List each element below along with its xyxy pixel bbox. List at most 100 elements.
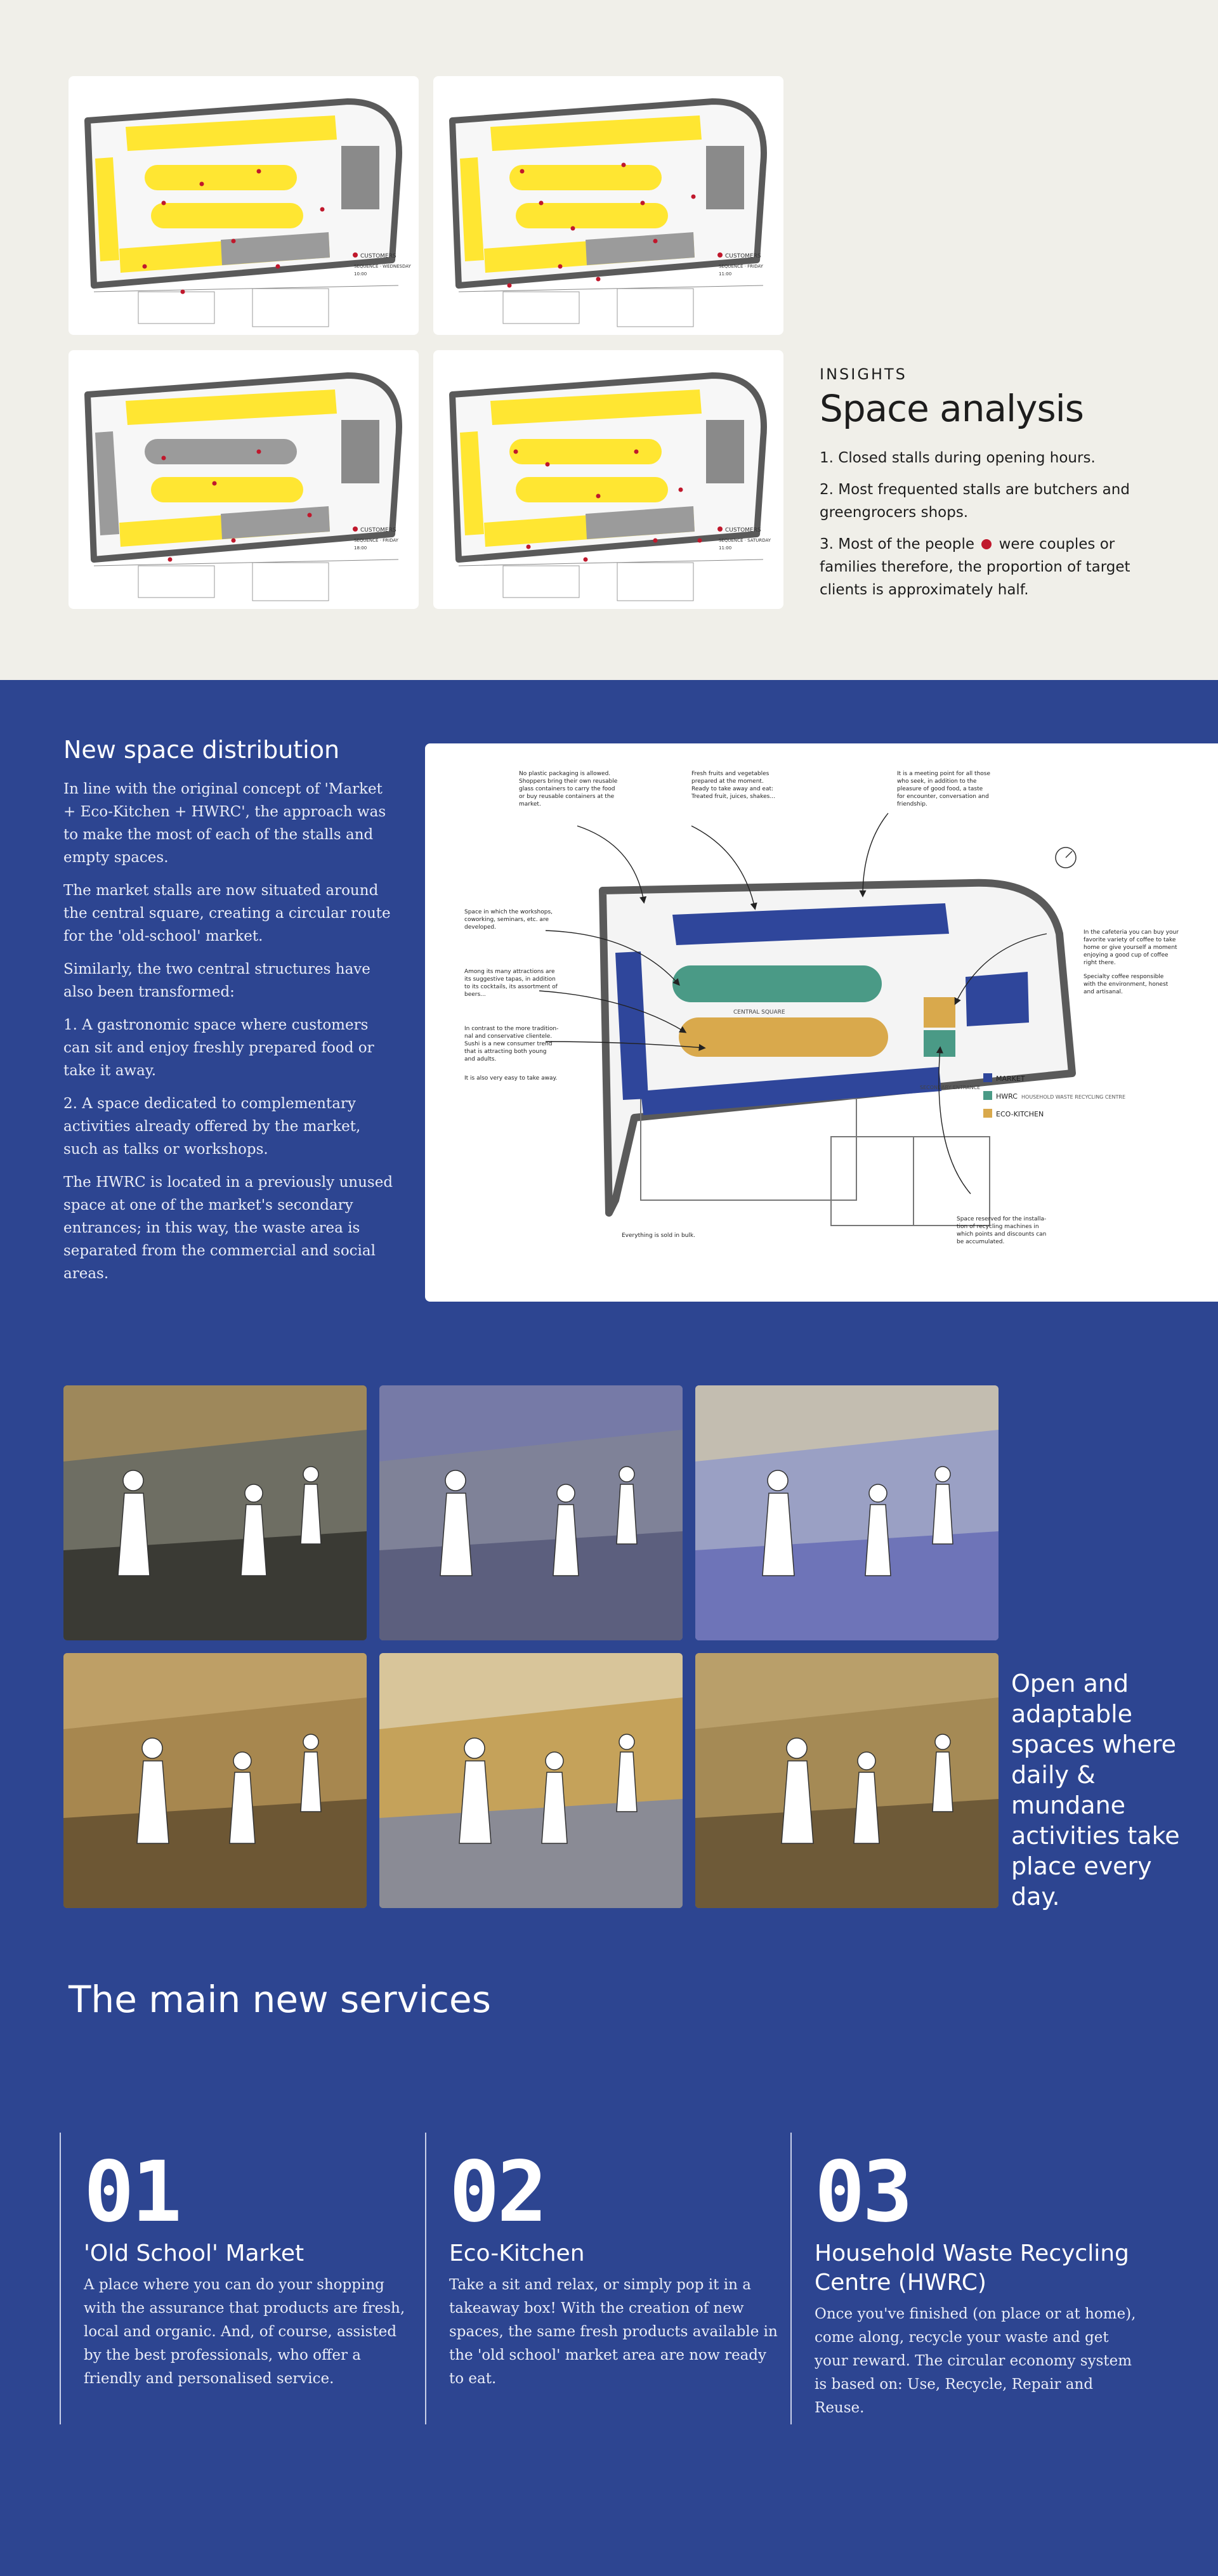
annotation-line: glass containers to carry the food: [519, 786, 615, 792]
legend-dot-icon: [717, 252, 723, 258]
north-compass-icon: [1055, 847, 1077, 868]
annotation-line: friendship.: [897, 801, 927, 807]
central-square-label: CENTRAL SQUARE: [733, 1009, 785, 1016]
customer-dot: [513, 449, 518, 454]
insight-text: were couples or families therefore, the …: [820, 536, 1130, 598]
service-hwrc: 03 Household Waste Recycling Centre (HWR…: [790, 2133, 1146, 2424]
annotation-line: beers...: [464, 991, 486, 998]
annotation-line: that is attracting both young: [464, 1049, 547, 1055]
annotation-line: or buy reusable containers at the: [519, 794, 615, 800]
legend-label: CUSTOMERS: [725, 253, 761, 259]
annotation-line: Specialty coffee responsible: [1084, 974, 1164, 980]
eco-kitchen-block: [679, 1017, 888, 1057]
market-stalls-south: [641, 1067, 941, 1115]
person-figures: [440, 1466, 638, 1576]
legend-market: MARKET: [996, 1075, 1025, 1083]
render-illustration: [63, 1653, 367, 1908]
insight-item: 2. Most frequented stalls are butchers a…: [820, 481, 1130, 521]
render-illustration: [63, 1385, 367, 1640]
market-stalls-west: [615, 951, 648, 1100]
secondary-entrance-label: SECONDARY ENTRANCE: [920, 1085, 980, 1090]
customer-dot: [199, 181, 204, 186]
render-illustration: [695, 1385, 999, 1640]
annotation-line: with the environment, honest: [1084, 981, 1169, 988]
annotation-line: and artisanal.: [1084, 989, 1123, 995]
customer-dot: [320, 207, 325, 212]
annotation-line: Shoppers bring their own reusable: [519, 778, 618, 785]
distribution-title: New space distribution: [63, 736, 340, 764]
annotation-line: No plastic packaging is allowed.: [519, 771, 610, 777]
main-hall-render: [379, 1653, 683, 1908]
services-title: The main new services: [69, 1978, 491, 2021]
annotation-line: Among its many attractions are: [464, 969, 555, 975]
annotation-workshops: Space in which the workshops,coworking, …: [464, 909, 553, 931]
space-analysis-title: Space analysis: [820, 387, 1084, 430]
render-illustration: [379, 1385, 683, 1640]
plan-time: 11:00: [719, 271, 731, 277]
render-illustration: [695, 1653, 999, 1908]
plan-time: 10:00: [354, 271, 367, 277]
produce-aisle-render: [63, 1385, 367, 1640]
annotation-line: prepared at the moment.: [691, 778, 764, 785]
customer-dot: [161, 200, 166, 206]
person-figures: [117, 1466, 322, 1576]
customer-dot: [507, 283, 512, 288]
service-title: Eco-Kitchen: [449, 2240, 585, 2266]
annotation-line: for encounter, conversation and: [897, 794, 989, 800]
annotation-line: which points and discounts can: [957, 1231, 1046, 1238]
annotation-bulk: Everything is sold in bulk.: [622, 1232, 695, 1239]
service-number: 03: [815, 2143, 913, 2241]
legend-hwrc-detail: HOUSEHOLD WASTE RECYCLING CENTRE: [1021, 1094, 1125, 1100]
annotation-sushi: In contrast to the more tradition-nal an…: [464, 1026, 558, 1062]
customer-dot: [596, 277, 601, 282]
insights-eyebrow: INSIGHTS: [820, 365, 907, 383]
customer-dot: [526, 544, 531, 549]
legend-eco-kitchen: ECO-KITCHEN: [996, 1110, 1044, 1118]
annotation-line: Space in which the workshops,: [464, 909, 553, 915]
customer-dot: [231, 239, 236, 244]
customer-dot: [307, 513, 312, 518]
customer-dot: [545, 462, 550, 467]
customer-dot: [570, 226, 575, 231]
plan-time: 18:00: [354, 546, 367, 551]
customer-dot: [691, 194, 696, 199]
annotation-line: favorite variety of coffee to take: [1084, 937, 1176, 943]
service-title: Household Waste Recycling Centre (HWRC): [815, 2240, 1129, 2296]
distribution-plan-drawing: MARKET HWRC HOUSEHOLD WASTE RECYCLING CE…: [464, 771, 1179, 1245]
customer-dot: [520, 169, 525, 174]
annotation-line: pleasure of good food, a taste: [897, 786, 983, 792]
distribution-paragraph: The HWRC is located in a previously unus…: [63, 1174, 393, 1282]
customer-dot: [539, 200, 544, 206]
plan-caption: SEQUENCE · FRIDAY: [354, 538, 399, 543]
annotation-line: right there.: [1084, 960, 1116, 966]
customer-dot: [634, 449, 639, 454]
market-stalls-north: [672, 903, 949, 945]
legend-hwrc: HWRC: [996, 1092, 1018, 1101]
dining-hall-render: [379, 1385, 683, 1640]
person-figures: [762, 1466, 953, 1576]
insight-item: 3. Most of the people were couples or fa…: [820, 533, 1149, 601]
person-figures: [136, 1734, 322, 1844]
annotation-recycling-machines: Space reserved for the installa-tion of …: [957, 1216, 1046, 1245]
market-stalls-east: [966, 972, 1029, 1026]
annotation-takeaway: It is also very easy to take away.: [464, 1075, 557, 1082]
customer-dot: [275, 264, 280, 269]
annotation-line: who seek, in addition to the: [897, 778, 977, 785]
person-figures: [781, 1734, 953, 1844]
annotation-line: and adults.: [464, 1056, 496, 1062]
customer-dot: [558, 264, 563, 269]
customer-dot: [653, 239, 658, 244]
service-title: 'Old School' Market: [84, 2240, 304, 2266]
customer-dot: [161, 455, 166, 461]
distribution-text: New space distribution In line with the …: [63, 736, 393, 1295]
customer-dot-icon: [981, 539, 992, 549]
floor-plan-card: CUSTOMERS SEQUENCE · FRIDAY 11:00: [433, 76, 783, 335]
customer-dot: [142, 264, 147, 269]
plan-caption: SEQUENCE · FRIDAY: [719, 264, 764, 269]
annotation-line: home or give yourself a moment: [1084, 945, 1177, 951]
legend-label: CUSTOMERS: [725, 527, 761, 533]
